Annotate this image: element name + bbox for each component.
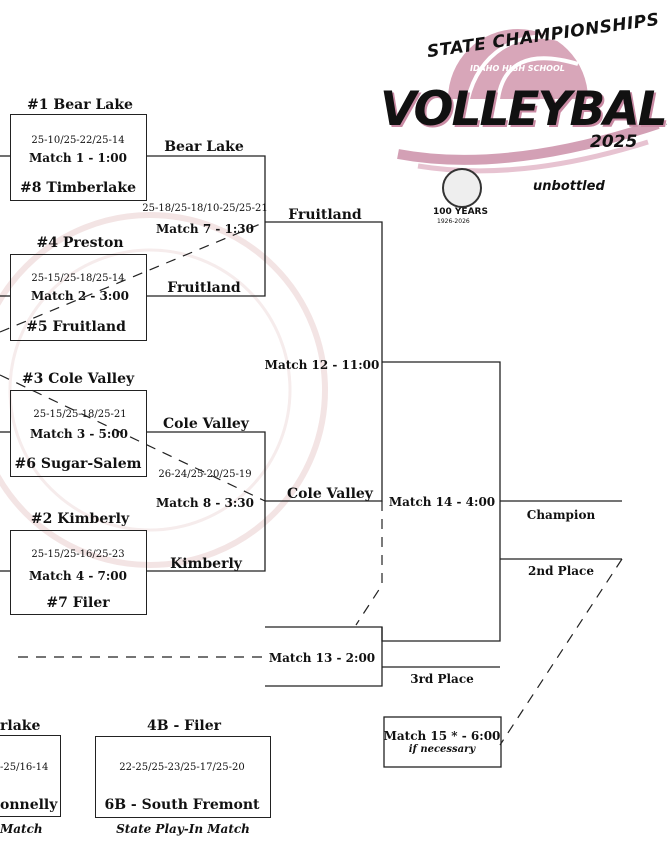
playin-left-top: rlake xyxy=(0,718,41,734)
sponsor-text: unbottled xyxy=(533,179,605,194)
champion-label: Champion xyxy=(526,508,596,522)
match-2-box xyxy=(10,254,147,341)
match-12-label: Match 12 - 11:00 xyxy=(264,358,380,372)
winner-fruitland: Fruitland xyxy=(167,280,241,296)
match-7-label: Match 7 - 1:30 xyxy=(156,222,254,236)
team-sugar-salem-seed: #6 Sugar-Salem xyxy=(14,456,142,472)
playin-left-label: Match xyxy=(0,822,43,836)
match-15-label: Match 15 * - 6:00 xyxy=(383,729,501,743)
match-13-label: Match 13 - 2:00 xyxy=(268,651,376,665)
playin-left-box xyxy=(0,735,61,817)
winner-bear-lake: Bear Lake xyxy=(164,139,244,155)
match-1-label: Match 1 - 1:00 xyxy=(29,151,127,165)
r2-winner-cole-valley: Cole Valley xyxy=(287,486,373,502)
team-bear-lake-seed: #1 Bear Lake xyxy=(27,97,133,113)
team-fruitland-seed: #5 Fruitland xyxy=(26,319,126,335)
match-2-label: Match 2 - 3:00 xyxy=(31,289,129,303)
playin-right-bottom: 6B - South Fremont xyxy=(104,797,260,813)
playin-right-box xyxy=(95,736,271,818)
third-place-label: 3rd Place xyxy=(410,672,474,686)
playin-right-score: 22-25/25-23/25-17/25-20 xyxy=(119,762,245,773)
playin-left-score: -25/16-14 xyxy=(0,762,49,773)
logo-year: 2025 xyxy=(590,132,638,152)
volleyball-logo: STATE CHAMPIONSHIPS IDAHO HIGH SCHOOL VO… xyxy=(378,4,667,225)
team-preston-seed: #4 Preston xyxy=(36,235,124,251)
match-7-score: 25-18/25-18/10-25/25-21 xyxy=(142,203,268,214)
seal-text: 100 YEARS xyxy=(433,207,488,217)
team-filer-seed: #7 Filer xyxy=(46,595,110,611)
volleyball-icon xyxy=(397,29,660,174)
playin-left-bottom: onnelly xyxy=(0,797,58,813)
if-necessary-note: if necessary xyxy=(408,744,476,755)
second-place-label: 2nd Place xyxy=(528,564,594,578)
winner-cole-valley: Cole Valley xyxy=(163,416,249,432)
match-1-box xyxy=(10,114,147,201)
playin-right-top: 4B - Filer xyxy=(147,718,221,734)
match-8-label: Match 8 - 3:30 xyxy=(156,496,254,510)
winner-kimberly: Kimberly xyxy=(170,556,242,572)
seal-years: 1926-2026 xyxy=(437,218,470,225)
match-8-score: 26-24/25-20/25-19 xyxy=(158,469,252,480)
seal-icon xyxy=(442,168,482,208)
logo-title: VOLLEYBALL xyxy=(380,82,667,137)
team-timberlake-seed: #8 Timberlake xyxy=(20,180,136,196)
team-kimberly-seed: #2 Kimberly xyxy=(30,511,130,527)
match-1-score: 25-10/25-22/25-14 xyxy=(31,135,125,146)
match-2-score: 25-15/25-18/25-14 xyxy=(31,273,125,284)
logo-sub-text: IDAHO HIGH SCHOOL xyxy=(470,64,565,73)
match-3-score: 25-15/25-18/25-21 xyxy=(33,409,127,420)
match-3-label: Match 3 - 5:00 xyxy=(30,427,128,441)
match-4-score: 25-15/25-16/25-23 xyxy=(31,549,125,560)
match-14-label: Match 14 - 4:00 xyxy=(388,495,496,509)
match-4-box xyxy=(10,530,147,615)
match-3-box xyxy=(10,390,147,477)
playin-right-label: State Play-In Match xyxy=(116,822,250,836)
match-4-label: Match 4 - 7:00 xyxy=(29,569,127,583)
team-cole-valley-seed: #3 Cole Valley xyxy=(21,371,135,387)
r2-winner-fruitland: Fruitland xyxy=(288,207,362,223)
